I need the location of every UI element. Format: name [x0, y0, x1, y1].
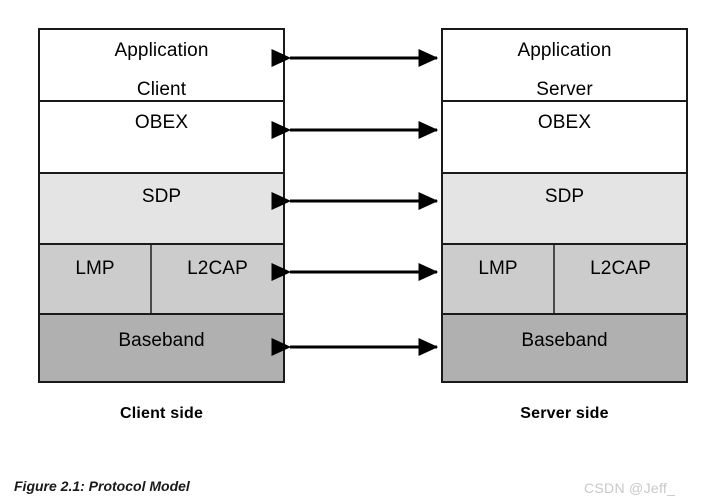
layer-label-sdp: SDP	[544, 186, 585, 207]
layer-sdp-client: SDP	[40, 174, 283, 245]
sublayer-l2cap-client: L2CAP	[152, 245, 283, 313]
layer-label-application: Application	[114, 40, 209, 61]
layer-label-obex: OBEX	[537, 112, 592, 133]
layer-baseband-client: Baseband	[40, 315, 283, 381]
layer-link-server: LMP L2CAP	[443, 245, 686, 315]
layer-label-lmp: LMP	[478, 258, 518, 279]
layer-label-lmp: LMP	[75, 258, 115, 279]
layer-label-l2cap: L2CAP	[187, 258, 248, 279]
layer-label-client: Client	[136, 79, 187, 100]
layer-label-baseband: Baseband	[521, 330, 608, 351]
layer-label-application: Application	[517, 40, 612, 61]
protocol-stack-server: Application Server OBEX SDP LMP L2CAP Ba…	[441, 28, 688, 383]
figure-caption: Figure 2.1: Protocol Model	[14, 478, 190, 494]
layer-baseband-server: Baseband	[443, 315, 686, 381]
side-caption-client: Client side	[119, 405, 204, 422]
layer-application-client: Application Client	[40, 30, 283, 102]
sublayer-lmp-server: LMP	[443, 245, 555, 313]
layer-obex-client: OBEX	[40, 102, 283, 174]
layer-application-server: Application Server	[443, 30, 686, 102]
layer-label-sdp: SDP	[141, 186, 182, 207]
protocol-stack-client: Application Client OBEX SDP LMP L2CAP Ba…	[38, 28, 285, 383]
layer-link-client: LMP L2CAP	[40, 245, 283, 315]
layer-label-obex: OBEX	[134, 112, 189, 133]
sublayer-l2cap-server: L2CAP	[555, 245, 686, 313]
layer-sdp-server: SDP	[443, 174, 686, 245]
side-caption-server: Server side	[520, 405, 609, 422]
layer-label-l2cap: L2CAP	[590, 258, 651, 279]
layer-obex-server: OBEX	[443, 102, 686, 174]
layer-label-baseband: Baseband	[118, 330, 205, 351]
layer-label-server: Server	[536, 79, 593, 100]
watermark: CSDN @Jeff_	[584, 480, 676, 496]
sublayer-lmp-client: LMP	[40, 245, 152, 313]
double-headed-arrow-group	[271, 48, 439, 356]
